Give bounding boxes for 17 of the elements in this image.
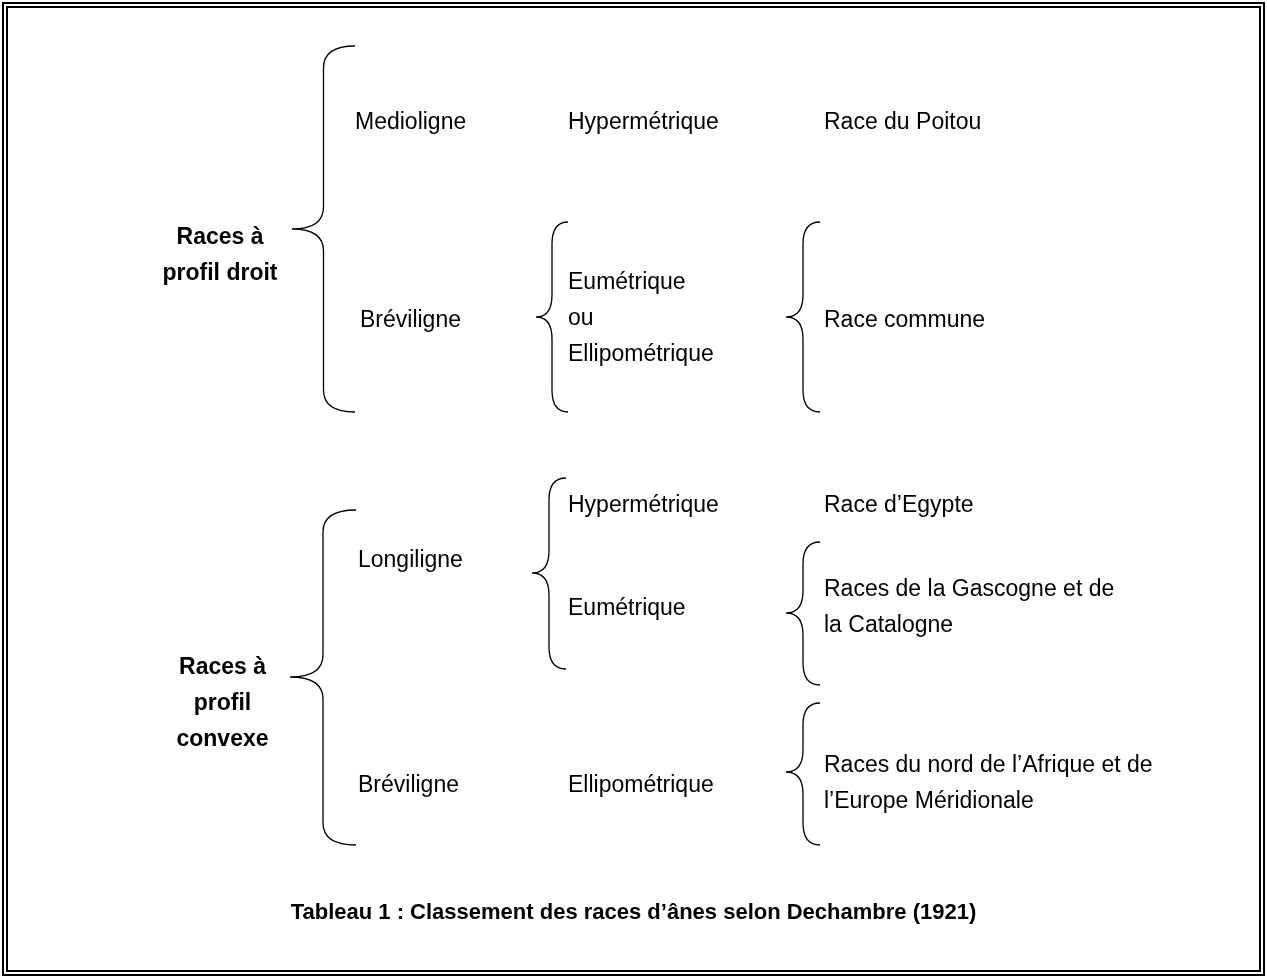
category-label: Hypermétrique: [568, 490, 719, 520]
category-label: Race du Poitou: [824, 107, 982, 137]
group-heading: Races à profil droit: [161, 222, 279, 287]
category-label: Eumétrique: [568, 593, 686, 623]
category-label: Medioligne: [355, 107, 467, 137]
category-label: Eumétrique ou Ellipométrique: [568, 267, 714, 368]
category-label: Races du nord de l’Afrique et de l’Europe Méridionale: [824, 750, 1154, 815]
category-label: Hypermétrique: [568, 107, 719, 137]
category-label: Races de la Gascogne et de la Catalogne: [824, 574, 1116, 639]
category-label: Race commune: [824, 305, 986, 335]
category-label: Ellipométrique: [568, 770, 714, 800]
category-label: Race d’Egypte: [824, 490, 974, 520]
group-heading: Races à profil convexe: [175, 652, 270, 753]
category-label: Bréviligne: [360, 305, 461, 335]
caption: Tableau 1 : Classement des races d’ânes selon Dechambre (1921): [289, 899, 978, 925]
category-label: Longiligne: [358, 545, 463, 575]
category-label: Bréviligne: [358, 770, 459, 800]
